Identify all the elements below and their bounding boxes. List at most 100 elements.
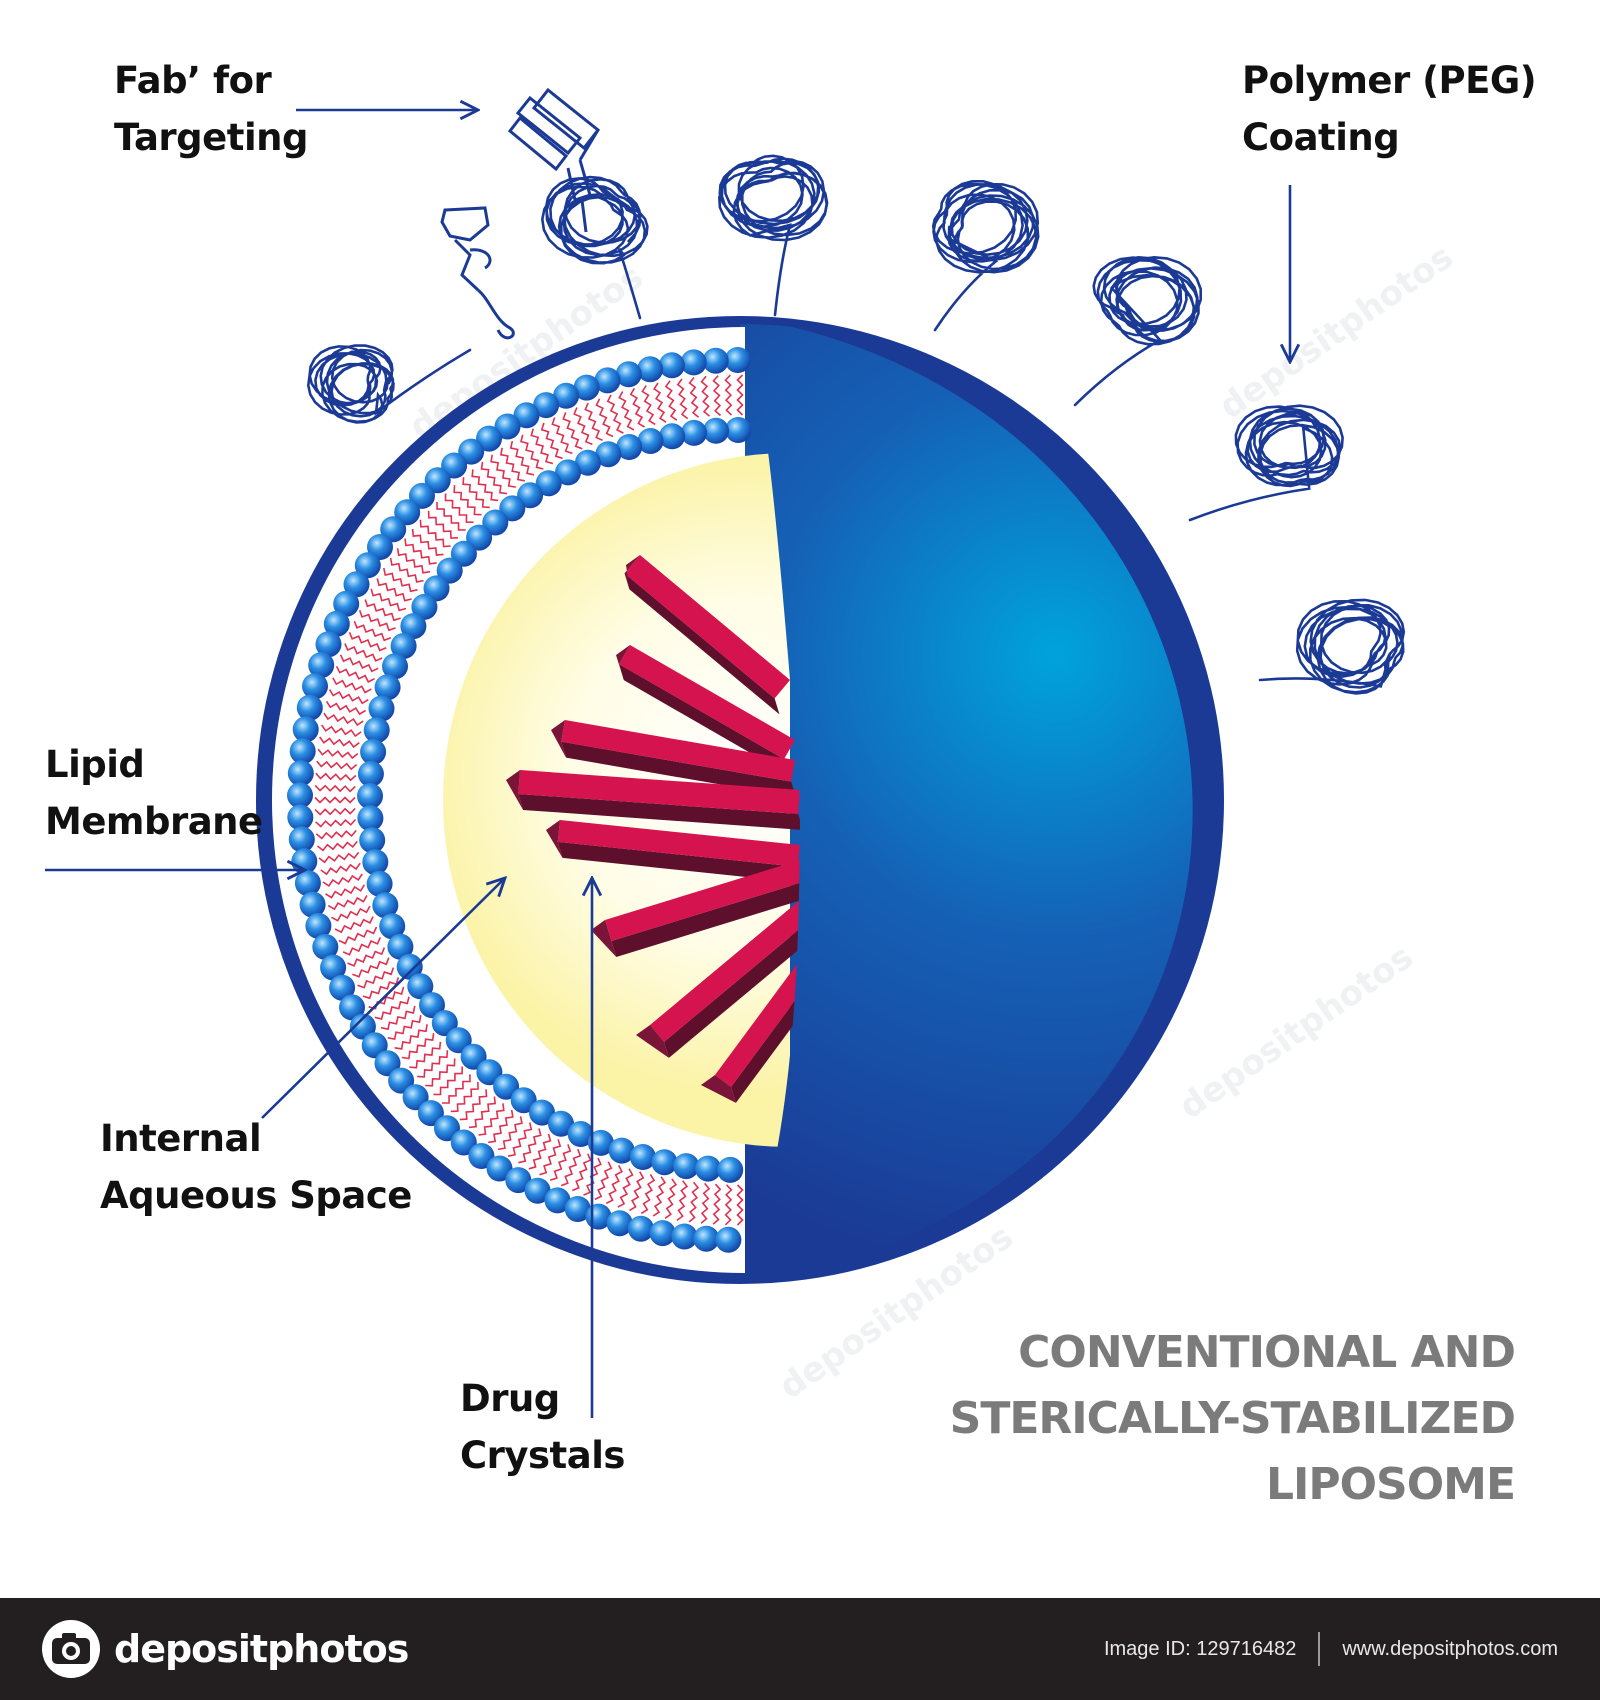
lipid-head-bead xyxy=(574,449,601,476)
lipid-head-bead xyxy=(724,347,751,373)
lipid-tail xyxy=(724,1184,733,1226)
lipid-head-bead xyxy=(476,425,502,452)
lipid-head-bead xyxy=(553,382,580,409)
lipid-head-bead xyxy=(595,441,622,468)
lipid-tail xyxy=(314,796,356,804)
label-aqueous-space: Internal Aqueous Space xyxy=(100,1110,412,1224)
label-drug-crystals: Drug Crystals xyxy=(460,1370,625,1484)
lipid-head-bead xyxy=(366,870,393,897)
lipid-head-bead xyxy=(535,470,562,497)
lipid-tail xyxy=(320,862,361,876)
lipid-tail xyxy=(325,700,367,716)
lipid-head-bead xyxy=(637,356,664,383)
watermark-text: depositphotos xyxy=(1212,237,1460,427)
lipid-tail xyxy=(370,588,407,612)
drug-crystals xyxy=(506,555,821,1103)
lipid-head-bead xyxy=(702,347,729,374)
crystal-face xyxy=(561,720,795,782)
lipid-head-bead xyxy=(374,674,401,701)
lipid-tail xyxy=(387,1015,422,1041)
diagram-title: CONVENTIONAL AND STERICALLY-STABILIZED L… xyxy=(949,1320,1516,1518)
lipid-head-bead xyxy=(359,827,386,854)
lipid-head-bead xyxy=(529,1099,555,1126)
lipid-head-bead xyxy=(533,392,560,419)
lipid-tail xyxy=(584,402,603,442)
lipid-tail xyxy=(507,1122,533,1157)
lipid-head-bead xyxy=(513,402,540,429)
lipid-tail xyxy=(497,1116,523,1151)
lipid-tail xyxy=(417,1050,449,1078)
lipid-head-bead xyxy=(333,590,360,617)
crystal-side xyxy=(557,841,803,883)
lipid-tail xyxy=(641,385,656,426)
lipid-tail xyxy=(411,528,444,556)
lipid-tail xyxy=(676,378,689,420)
lipid-head-bead xyxy=(411,593,438,620)
footer-bar: depositphotos Image ID: 129716482 www.de… xyxy=(0,1598,1600,1700)
lipid-head-bead xyxy=(715,1226,742,1253)
lipid-head-bead xyxy=(486,1155,513,1182)
title-line2: STERICALLY-STABILIZED xyxy=(949,1393,1516,1444)
lipid-head-bead xyxy=(287,804,314,831)
lipid-head-bead xyxy=(548,1110,574,1137)
lipid-tail xyxy=(314,807,356,816)
lipid-head-bead xyxy=(564,1196,591,1222)
lipid-head-bead xyxy=(695,1155,722,1182)
lipid-tail xyxy=(736,1184,744,1226)
fab-fragment xyxy=(440,87,601,340)
brand-logo[interactable]: depositphotos xyxy=(40,1618,409,1680)
lipid-head-bead xyxy=(468,1143,495,1169)
lipid-tail xyxy=(618,391,635,431)
lipid-tail xyxy=(358,609,396,632)
lipid-tail xyxy=(594,1161,613,1201)
lipid-tail xyxy=(539,1139,562,1176)
lipid-tail xyxy=(652,1176,667,1217)
lipid-head-bead xyxy=(339,994,365,1021)
lipid-tail xyxy=(571,1153,592,1192)
lipid-tail xyxy=(357,967,395,989)
title-line1: CONVENTIONAL AND xyxy=(1018,1327,1516,1378)
peg-coil xyxy=(1258,598,1406,695)
lipid-head-bead xyxy=(302,673,328,700)
lipid-tail xyxy=(396,548,431,574)
lipid-head-bead xyxy=(616,434,643,460)
lipid-head-bead xyxy=(717,1156,744,1183)
site-url[interactable]: www.depositphotos.com xyxy=(1342,1637,1558,1660)
crystal-side xyxy=(561,741,797,798)
lipid-head-bead xyxy=(296,694,323,721)
lipid-tail xyxy=(321,724,362,738)
lipid-tail xyxy=(712,1183,722,1225)
lipid-head-bead xyxy=(315,631,342,658)
lipid-head-bead xyxy=(693,1225,720,1252)
lipid-tail xyxy=(688,377,700,418)
label-peg-coating: Polymer (PEG) Coating xyxy=(1242,52,1537,166)
crystal-face xyxy=(605,860,807,942)
lipid-tail xyxy=(315,818,357,828)
aqueous-arrow xyxy=(261,878,505,1119)
lipid-tail xyxy=(353,620,392,642)
crystal-side xyxy=(619,664,789,776)
lipid-tail xyxy=(339,654,379,673)
callout-arrows xyxy=(45,110,1290,1418)
sphere-outline xyxy=(256,316,1224,1284)
crystal-tip xyxy=(546,820,563,858)
crystal-side xyxy=(624,573,780,715)
lipid-tail xyxy=(562,412,583,450)
lipid-tail xyxy=(376,578,412,602)
lipid-head-bead xyxy=(524,1177,551,1204)
lipid-tail xyxy=(453,485,482,516)
lipid-head-bead xyxy=(493,1073,520,1100)
lipid-head-bead xyxy=(357,783,383,809)
lipid-head-bead xyxy=(343,571,370,598)
lipid-tail xyxy=(342,937,382,956)
lipid-tail xyxy=(450,1081,479,1113)
lipid-tail xyxy=(344,643,383,662)
lipid-tail xyxy=(540,422,563,460)
lipid-head-bead xyxy=(362,849,389,876)
label-lipid-membrane: Lipid Membrane xyxy=(45,736,263,850)
lipid-head-bead xyxy=(361,1032,388,1059)
lipid-tail xyxy=(459,1089,488,1121)
lipid-tail xyxy=(364,599,401,622)
lipid-tail xyxy=(712,375,722,417)
crystal-tip xyxy=(506,770,524,810)
